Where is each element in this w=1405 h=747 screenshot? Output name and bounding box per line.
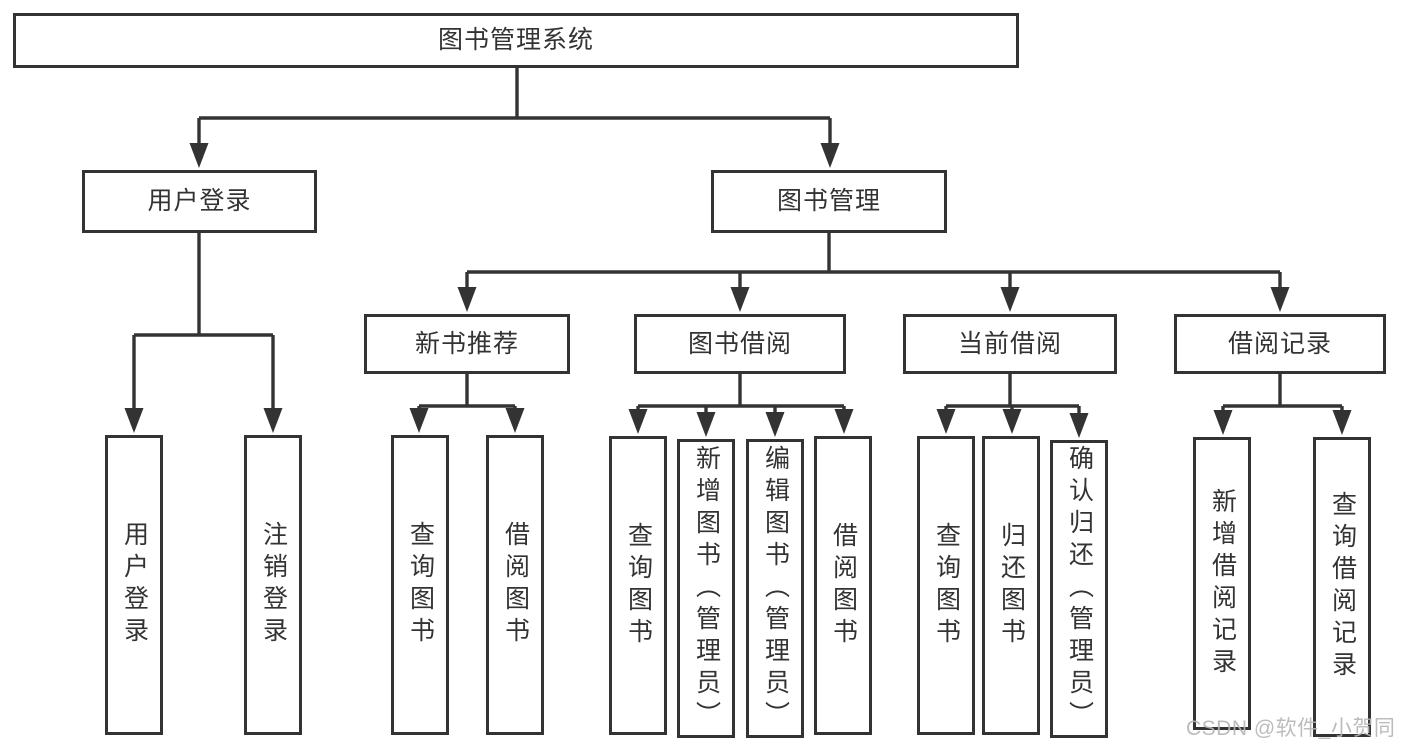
node-book-management: 图书管理	[711, 170, 947, 233]
arrowhead-down-icon	[820, 143, 840, 168]
arrowhead-down-icon	[834, 409, 854, 434]
leaf-query-books-borrowing-label: 查询图书	[624, 521, 653, 650]
arrowhead-down-icon	[409, 408, 429, 433]
leaf-query-borrow-record-label: 查询借阅记录	[1328, 491, 1357, 683]
arrowhead-down-icon	[730, 287, 750, 312]
leaf-user-login-label: 用户登录	[120, 521, 149, 649]
leaf-borrow-books: 借阅图书	[814, 436, 872, 735]
node-new-book-recommend: 新书推荐	[364, 314, 570, 374]
connector-new-book-children	[409, 371, 525, 433]
leaf-logout-label: 注销登录	[259, 521, 288, 649]
connector-book-borrowing-children	[628, 371, 854, 437]
node-borrowing-records: 借阅记录	[1174, 314, 1386, 374]
connector-line-user-login-children	[132, 231, 275, 409]
connector-line-book-mgmt-to-level3	[465, 231, 1282, 288]
leaf-logout: 注销登录	[244, 435, 302, 735]
arrowhead-down-icon	[1000, 287, 1020, 312]
arrowhead-down-icon	[696, 412, 716, 437]
connector-line-new-book-children	[417, 371, 517, 409]
arrowhead-down-icon	[1270, 287, 1290, 312]
arrowhead-down-icon	[1332, 410, 1352, 435]
leaf-confirm-return-admin: 确认归还（管理员）	[1050, 440, 1108, 738]
node-book-management-label: 图书管理	[776, 187, 881, 215]
arrowhead-down-icon	[936, 409, 956, 434]
leaf-user-login: 用户登录	[105, 435, 163, 735]
leaf-borrow-books-recommend-label: 借阅图书	[501, 521, 530, 649]
arrowhead-down-icon	[457, 287, 477, 312]
arrowhead-down-icon	[628, 409, 648, 434]
leaf-add-borrow-record-label: 新增借阅记录	[1208, 487, 1237, 680]
node-new-book-recommend-label: 新书推荐	[414, 329, 519, 358]
watermark: CSDN @软件_小贺同学	[1186, 717, 1396, 740]
node-user-login-label: 用户登录	[147, 187, 252, 215]
leaf-add-borrow-record: 新增借阅记录	[1193, 437, 1251, 730]
arrowhead-down-icon	[263, 408, 283, 433]
connector-line-current-borrowing-children	[944, 371, 1081, 414]
connector-root-to-level2	[189, 66, 840, 168]
node-book-borrowing-label: 图书借阅	[687, 329, 792, 358]
node-system-root: 图书管理系统	[13, 13, 1019, 68]
leaf-query-books-borrowing: 查询图书	[609, 436, 667, 735]
connector-current-borrowing-children	[936, 371, 1089, 438]
leaf-query-books-current-label: 查询图书	[932, 521, 961, 650]
leaf-query-borrow-record: 查询借阅记录	[1313, 437, 1371, 737]
arrowhead-down-icon	[765, 412, 785, 437]
leaf-borrow-books-recommend: 借阅图书	[486, 435, 544, 735]
node-book-borrowing: 图书借阅	[634, 314, 846, 374]
node-current-borrowing-label: 当前借阅	[957, 329, 1062, 358]
connector-line-book-borrowing-children	[636, 371, 846, 413]
arrowhead-down-icon	[1213, 410, 1233, 435]
leaf-return-books-label: 归还图书	[997, 521, 1026, 650]
connector-book-mgmt-to-level3	[457, 231, 1290, 312]
node-user-login: 用户登录	[82, 170, 317, 233]
connector-line-root-to-level2	[197, 66, 832, 144]
node-current-borrowing: 当前借阅	[903, 314, 1117, 374]
leaf-query-books-recommend: 查询图书	[391, 435, 449, 735]
arrowhead-down-icon	[124, 408, 144, 433]
arrowhead-down-icon	[1002, 409, 1022, 434]
connector-line-borrow-records-children	[1221, 371, 1344, 411]
node-system-root-label: 图书管理系统	[437, 26, 594, 54]
leaf-query-books-current: 查询图书	[917, 436, 975, 735]
leaf-borrow-books-label: 借阅图书	[829, 521, 858, 650]
leaf-return-books: 归还图书	[982, 436, 1040, 735]
connector-user-login-children	[124, 231, 283, 433]
arrowhead-down-icon	[189, 143, 209, 168]
leaf-query-books-recommend-label: 查询图书	[406, 521, 435, 649]
leaf-edit-books-admin: 编辑图书（管理员）	[746, 439, 804, 738]
leaf-edit-books-admin-label: 编辑图书（管理员）	[761, 444, 790, 733]
arrowhead-down-icon	[505, 408, 525, 433]
leaf-confirm-return-admin-label: 确认归还（管理员）	[1065, 445, 1094, 733]
node-borrowing-records-label: 借阅记录	[1227, 329, 1332, 358]
leaf-add-books-admin-label: 新增图书（管理员）	[692, 444, 721, 733]
leaf-add-books-admin: 新增图书（管理员）	[677, 439, 735, 738]
arrowhead-down-icon	[1069, 413, 1089, 438]
connector-borrow-records-children	[1213, 371, 1352, 435]
